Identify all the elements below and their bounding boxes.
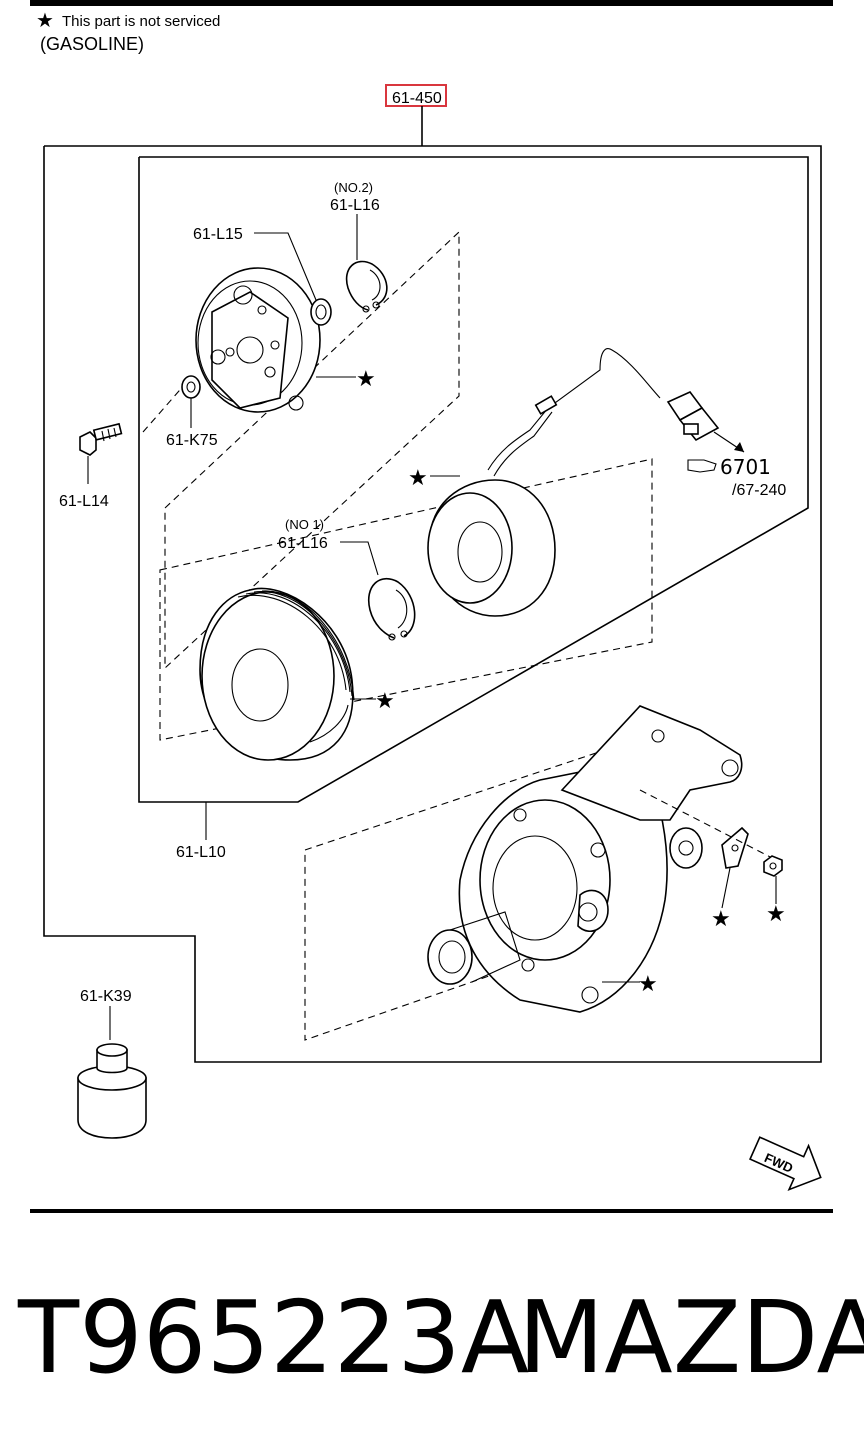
footer-brand: MAZDA [518, 1279, 864, 1396]
callout-bolt[interactable]: 61-L14 [59, 493, 109, 510]
callout-washer[interactable]: 61-K75 [166, 432, 218, 449]
clutch-hub-plate[interactable] [195, 267, 321, 413]
body-not-serviced-star: ★ [638, 971, 658, 996]
callout-no1-note: (NO 1) [285, 517, 324, 532]
header-variant: (GASOLINE) [40, 34, 144, 54]
callout-connector-ref[interactable]: 6701 [720, 455, 771, 479]
field-coil[interactable] [427, 348, 661, 617]
reference-hand-icon [687, 459, 717, 473]
clutch-frame [138, 156, 809, 803]
assembly-frame [43, 145, 822, 1063]
fwd-arrow-icon [749, 1136, 822, 1192]
compressor-body[interactable] [427, 705, 743, 1013]
top-rule [30, 0, 833, 6]
snap-ring-no2[interactable] [345, 260, 388, 311]
callout-no2-note: (NO.2) [334, 180, 373, 195]
oil-bottle[interactable] [77, 1043, 147, 1139]
callout-oil[interactable]: 61-K39 [80, 988, 132, 1005]
snap-ring-no1[interactable] [367, 577, 416, 639]
coil-connector[interactable] [666, 391, 720, 442]
pulley-not-serviced-star: ★ [375, 688, 395, 713]
coil-not-serviced-star: ★ [408, 465, 428, 490]
bottom-rule [30, 1209, 833, 1213]
washer[interactable] [181, 375, 201, 399]
bolt[interactable] [79, 422, 123, 456]
callout-snap-ring-no1[interactable]: 61-L16 [278, 535, 328, 552]
bracket-not-serviced-star: ★ [711, 906, 731, 931]
mounting-bracket[interactable] [721, 826, 749, 869]
callout-snap-ring-no2[interactable]: 61-L16 [330, 197, 380, 214]
hub-not-serviced-star: ★ [356, 366, 376, 391]
bracket-bolt[interactable] [763, 855, 783, 877]
callout-assembly[interactable]: 61-450 [392, 90, 442, 107]
pulley[interactable] [199, 587, 355, 761]
callout-connector-sub-ref[interactable]: /67-240 [732, 482, 786, 499]
callout-spacer[interactable]: 61-L15 [193, 226, 243, 243]
spacer-ring[interactable] [310, 298, 332, 326]
callout-clutch-set[interactable]: 61-L10 [176, 844, 226, 861]
footer-part-number: T965223A [17, 1279, 529, 1396]
header-note: This part is not serviced [62, 13, 220, 30]
note-star-icon: ★ [36, 10, 54, 32]
assembly-highlight-box [385, 84, 447, 107]
bolt-not-serviced-star: ★ [766, 901, 786, 926]
